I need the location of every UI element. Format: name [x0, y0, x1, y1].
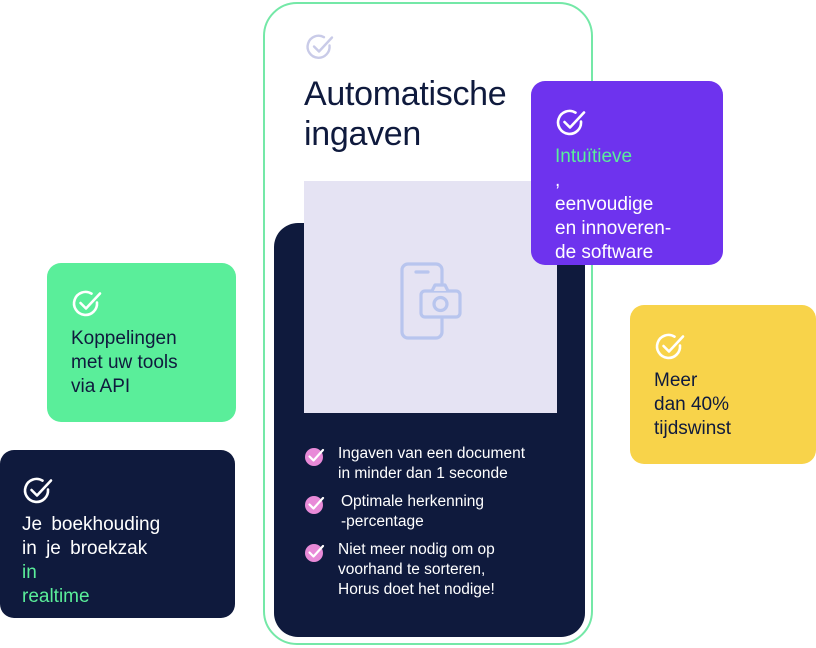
title-line-2: ingaven [304, 115, 421, 153]
feature-card-integrations: Koppelingen met uw tools via API [47, 263, 236, 422]
card-text: Koppelingen met uw tools via API [71, 327, 178, 399]
feature-text-line: Horus doet het nodige! [338, 581, 495, 598]
card-text-line: de software [555, 242, 654, 263]
card-text-line: dan 40% [654, 394, 730, 415]
card-text-line: Je boekhouding [22, 514, 161, 535]
feature-card-software: Intuïtieve, eenvoudige en innoveren- de … [531, 81, 723, 265]
feature-list: Ingaven van een document in minder dan 1… [304, 444, 574, 608]
feature-card-mobile: Je boekhouding in je broekzak in realtim… [0, 450, 235, 618]
card-text: Meer dan 40% tijdswinst [654, 369, 731, 441]
phone-screen-placeholder [304, 181, 557, 413]
check-circle-icon [72, 290, 102, 317]
check-circle-icon [556, 109, 586, 136]
feature-text-line: in minder dan 1 seconde [338, 465, 508, 482]
card-text-line: Meer [654, 370, 698, 391]
card-text: Je boekhouding in je broekzak in realtim… [22, 513, 160, 609]
check-bullet-icon [305, 496, 325, 514]
feature-text-line: voorhand te sorteren, [338, 561, 486, 578]
card-highlight: Intuïtieve [555, 146, 633, 167]
feature-item: Optimale herkenning -percentage [304, 492, 574, 532]
feature-item: Ingaven van een document in minder dan 1… [304, 444, 574, 484]
feature-text-line: Niet meer nodig om op [338, 541, 495, 558]
card-text-line: via API [71, 376, 131, 397]
check-circle-icon [306, 34, 334, 59]
feature-card-time-saving: Meer dan 40% tijdswinst [630, 305, 816, 464]
card-text-line: in je broekzak [22, 538, 148, 559]
card-highlight: in [22, 562, 37, 583]
feature-text-line: Ingaven van een document [338, 445, 525, 462]
check-bullet-icon [305, 544, 325, 562]
card-text: Intuïtieve, eenvoudige en innoveren- de … [555, 145, 671, 265]
card-text-line: eenvoudige [555, 194, 654, 215]
feature-text-line: Optimale herkenning [341, 493, 485, 510]
check-bullet-icon [305, 448, 325, 466]
feature-item: Niet meer nodig om op voorhand te sorter… [304, 540, 574, 600]
feature-text-line: -percentage [341, 513, 424, 530]
check-circle-icon [23, 477, 53, 504]
card-text-line: tijdswinst [654, 418, 732, 439]
check-circle-icon [655, 333, 685, 360]
card-text-line: met uw tools [71, 352, 178, 373]
card-text-line: Koppelingen [71, 328, 177, 349]
phone-camera-icon [400, 262, 462, 340]
page-title: Automatische ingaven [304, 74, 554, 154]
card-text-line: , [555, 170, 561, 191]
card-text-line: en innoveren- [555, 218, 672, 239]
title-line-1: Automatische [304, 75, 507, 113]
card-highlight: realtime [22, 586, 90, 607]
